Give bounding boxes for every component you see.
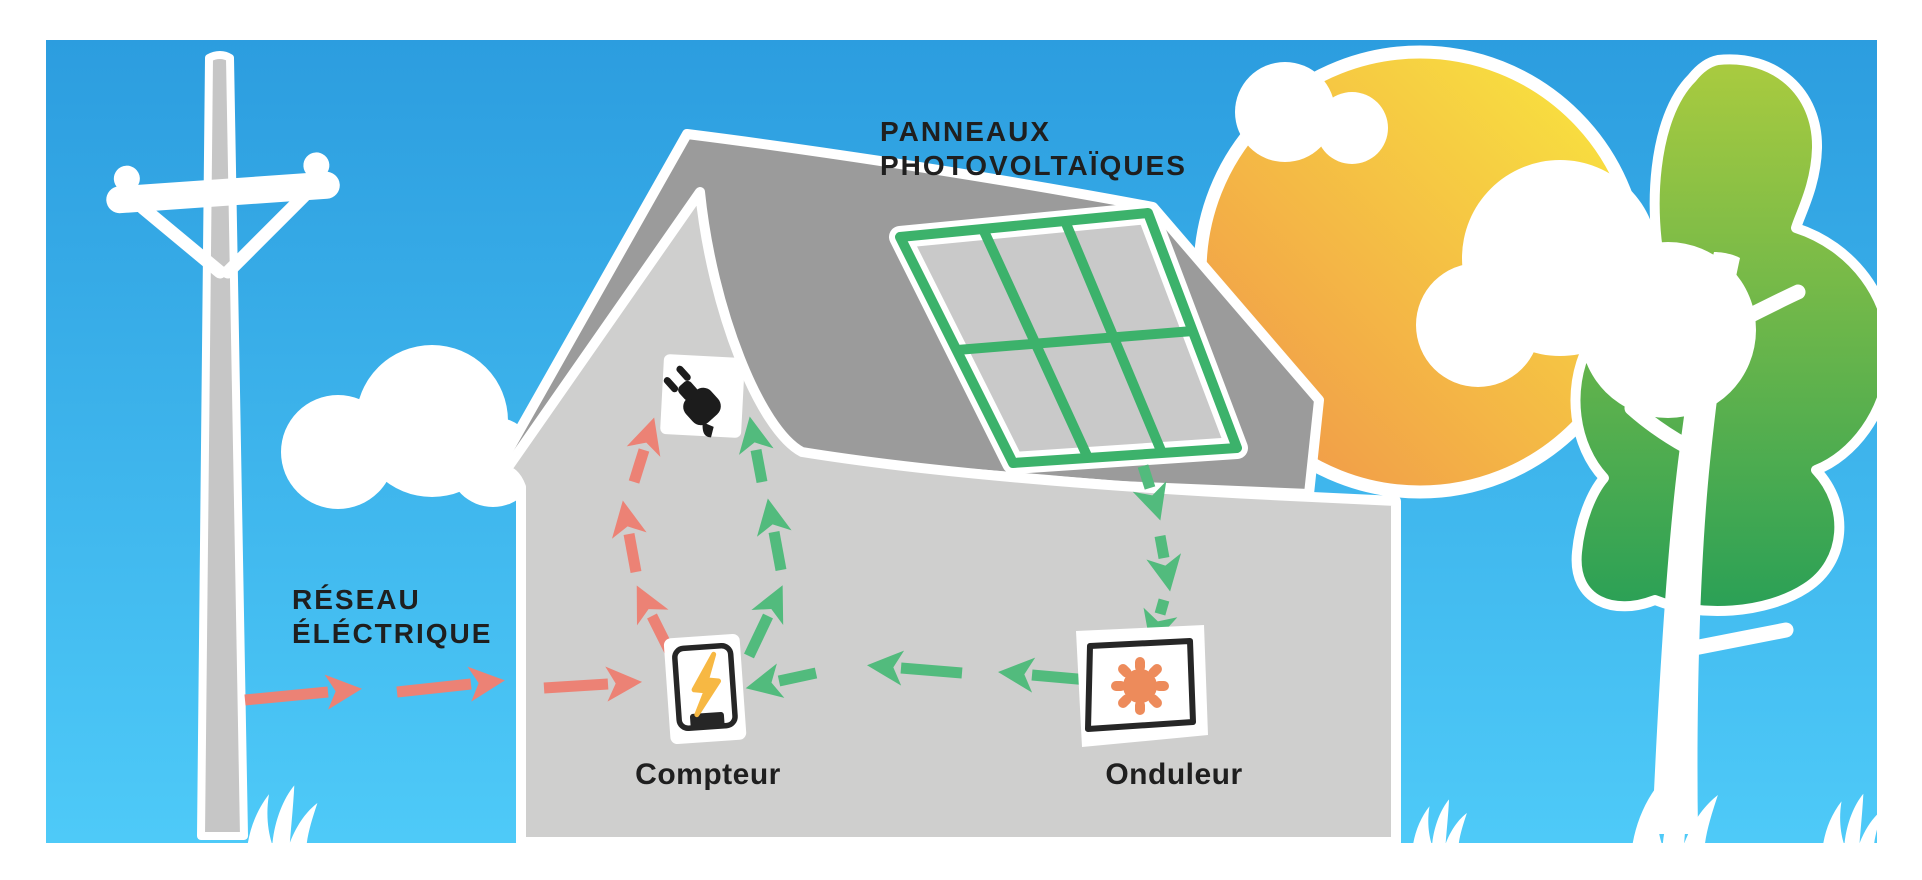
sun-gear-icon	[1111, 657, 1169, 715]
arrow-grid-to-meter-3	[543, 666, 643, 702]
cloud-right-large	[1416, 160, 1756, 418]
arrow-meter-to-outlet-green-3	[739, 416, 774, 484]
cloud-top	[1235, 62, 1388, 164]
arrow-grid-to-meter-1	[244, 674, 362, 710]
arrow-inverter-to-meter-3	[745, 663, 818, 698]
tree-trunk	[1652, 252, 1740, 834]
pole-struts	[136, 189, 311, 279]
inverter-label: Onduleur	[1105, 758, 1242, 791]
green-energy-flow-arrows	[739, 416, 1182, 698]
lightning-bolt-icon	[691, 651, 722, 718]
arrow-panel-to-inverter-1	[1132, 464, 1167, 521]
arrow-inverter-to-meter-2	[867, 650, 963, 686]
plug-icon	[660, 354, 745, 438]
solar-panel	[889, 202, 1248, 474]
arrow-meter-to-outlet-green-1	[744, 585, 784, 659]
arrow-meter-to-outlet-red-3	[626, 417, 661, 484]
electric-meter-lightning-icon	[663, 633, 747, 745]
arrow-meter-to-outlet-green-2	[756, 498, 792, 571]
arrow-meter-to-outlet-red-2	[611, 500, 647, 573]
arrow-panel-to-inverter-3	[1143, 598, 1178, 647]
inverter-icon	[1076, 625, 1208, 747]
arrow-grid-to-meter-2	[396, 666, 505, 702]
solar-panels-label-line2: PHOTOVOLTAÏQUES	[880, 150, 1187, 181]
plug-glyph	[663, 365, 721, 438]
solar-panels-label-line1: PANNEAUX	[880, 116, 1051, 147]
grid-label-line2: ÉLÉCTRIQUE	[292, 618, 492, 649]
arrow-panel-to-inverter-2	[1146, 535, 1182, 592]
solar-panel-frame	[895, 208, 1242, 468]
grid-label-line1: RÉSEAU	[292, 584, 421, 615]
meter-label: Compteur	[635, 758, 781, 791]
pole-crossarm	[106, 152, 340, 214]
power-pole	[106, 51, 340, 840]
